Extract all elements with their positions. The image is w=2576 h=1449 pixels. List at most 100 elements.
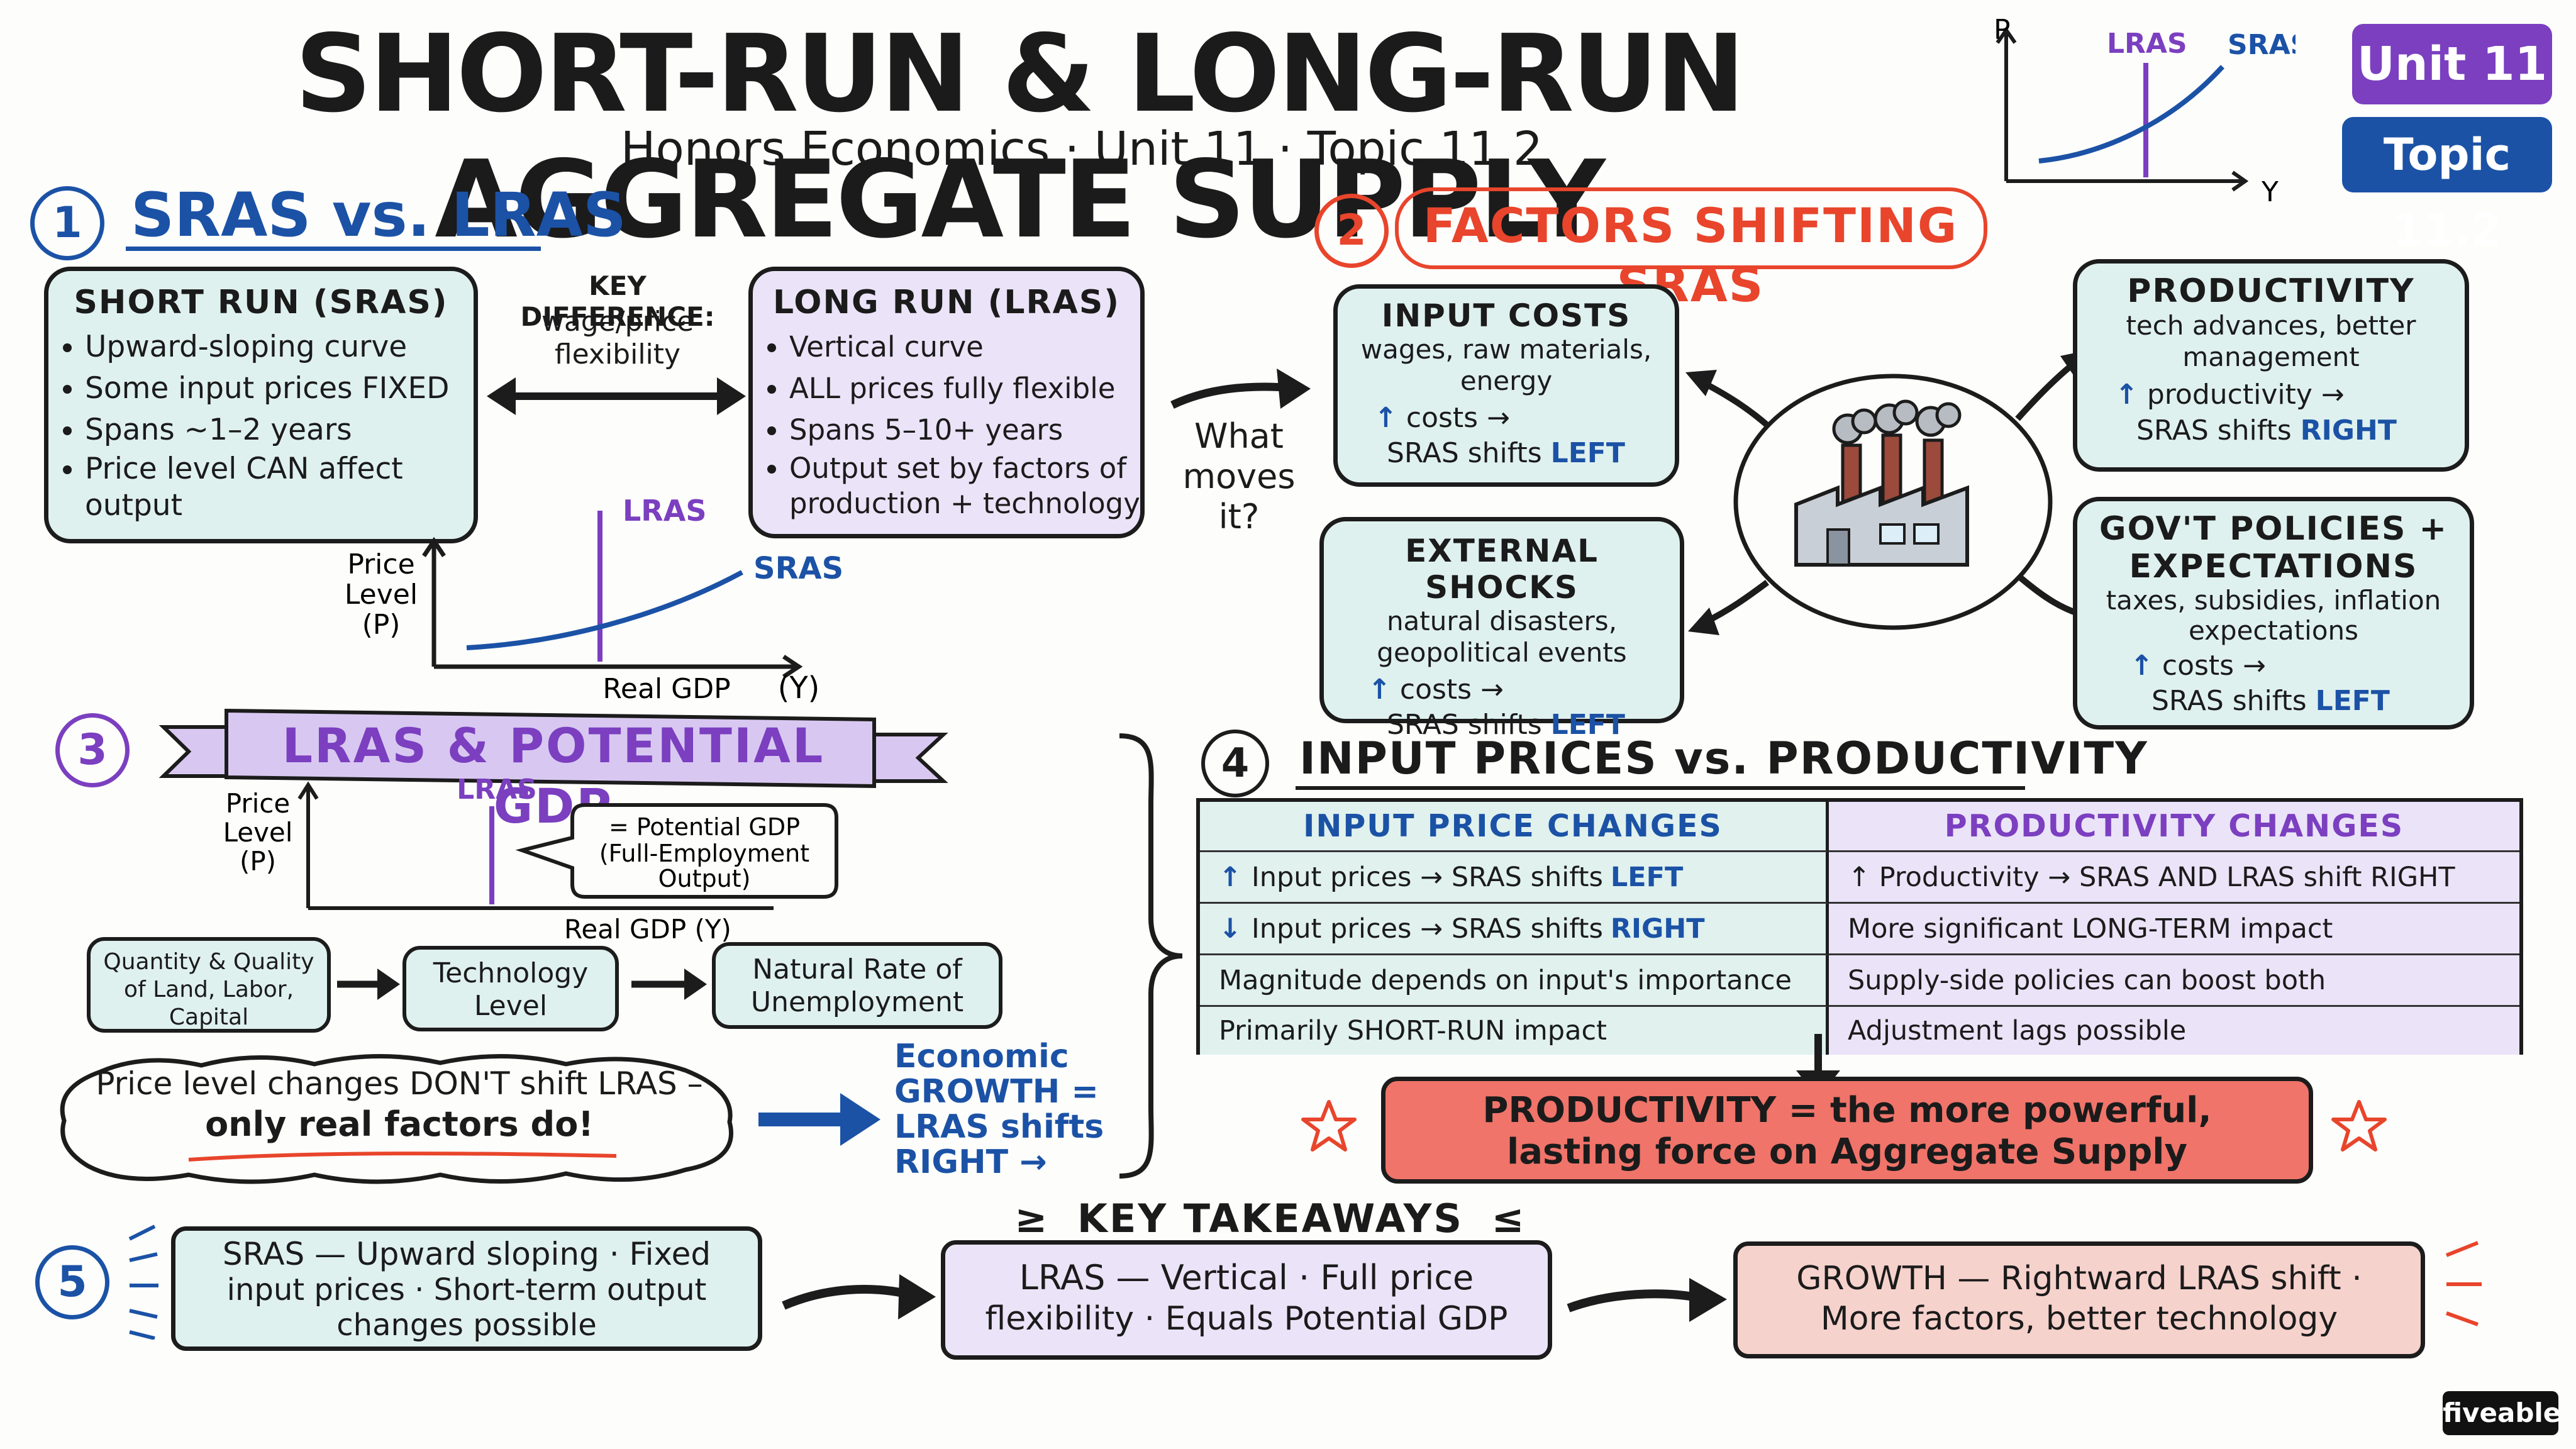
price-level-label: Level — [345, 579, 418, 611]
short-run-list: Upward-sloping curve Some input prices F… — [48, 326, 474, 524]
takeaway-text: flexibility · Equals Potential GDP — [985, 1300, 1508, 1338]
table-cell: Magnitude depends on input's importance — [1200, 955, 1829, 1007]
lras-label: LRAS — [623, 497, 706, 528]
arrow-right — [1567, 1278, 1727, 1322]
key-difference-label: KEY DIFFERENCE: — [520, 270, 715, 332]
star-icon — [2331, 1100, 2387, 1152]
factor-effect: costs → — [1399, 674, 1504, 706]
mini-as-graph: P Y LRAS SRAS — [1994, 14, 2296, 201]
real-gdp-label: Real GDP — [602, 673, 730, 704]
long-run-card: LONG RUN (LRAS) Vertical curve ALL price… — [748, 267, 1145, 538]
up-arrow-icon: ↑ — [1219, 861, 1242, 893]
short-run-card: SHORT RUN (SRAS) Upward-sloping curve So… — [44, 267, 478, 543]
takeaway-card-lras: LRAS — Vertical · Full price flexibility… — [941, 1240, 1552, 1360]
short-run-item: Some input prices FIXED — [85, 368, 474, 409]
conclusion-text: lasting force on Aggregate Supply — [1507, 1131, 2187, 1172]
y-label: (Y) — [778, 670, 820, 704]
up-arrow-icon: ↑ — [1368, 674, 1391, 706]
what-moves-line: moves — [1182, 457, 1296, 496]
callout-text: (Full-Employment — [599, 840, 809, 867]
factor-productivity-card: PRODUCTIVITY tech advances, better manag… — [2073, 259, 2469, 472]
real-gdp-label: Real GDP (Y) — [564, 914, 731, 945]
table-cell: Primarily SHORT-RUN impact — [1200, 1007, 1829, 1055]
factor-external-shocks-card: EXTERNAL SHOCKS natural disasters, geopo… — [1319, 517, 1684, 741]
section-3-banner — [158, 708, 948, 789]
potential-gdp-callout — [515, 803, 838, 899]
long-run-list: Vertical curve ALL prices fully flexible… — [753, 326, 1140, 521]
double-arrow — [487, 377, 746, 415]
takeaway-text: GROWTH — Rightward LRAS shift · — [1796, 1260, 2362, 1297]
conclusion-card: PRODUCTIVITY = the more powerful, lastin… — [1381, 1077, 2313, 1184]
lras-factor-card: Natural Rate of Unemployment — [712, 942, 1002, 1029]
price-level-label: Level — [223, 817, 293, 848]
economic-growth-note: Economic GROWTH = LRAS shifts RIGHT → — [894, 1039, 1104, 1180]
mini-sras-curve — [2038, 65, 2224, 164]
short-run-item: Upward-sloping curve — [85, 326, 474, 368]
factor-desc: energy — [1460, 365, 1553, 396]
note-text-emphasis: only real factors do! — [205, 1104, 594, 1144]
section-4-title: INPUT PRICES vs. PRODUCTIVITY — [1299, 733, 2148, 784]
takeaway-text: changes possible — [336, 1307, 597, 1343]
fiveable-logo: fiveable — [2443, 1391, 2561, 1435]
table-cell: More significant LONG-TERM impact — [1829, 904, 2519, 955]
short-run-item: Spans ~1–2 years — [85, 409, 474, 451]
factor-effect: costs → — [2162, 650, 2266, 682]
growth-line: LRAS shifts — [894, 1108, 1104, 1146]
star-icon — [1301, 1100, 1357, 1152]
table-cell: ↑ Productivity → SRAS AND LRAS shift RIG… — [1829, 852, 2519, 904]
long-run-item: Spans 5–10+ years — [789, 409, 1140, 451]
growth-line: GROWTH = — [894, 1073, 1099, 1111]
long-run-title: LONG RUN (LRAS) — [772, 284, 1121, 321]
topic-badge: Topic 11.2 — [2342, 117, 2552, 256]
factor-effect: productivity → — [2146, 379, 2345, 411]
growth-arrow — [758, 1093, 880, 1146]
price-level-label: Price — [347, 548, 414, 580]
up-arrow-icon: ↑ — [1374, 402, 1397, 434]
sras-curve — [466, 570, 743, 650]
section-3-title: LRAS & POTENTIAL GDP — [282, 718, 825, 834]
arrow-to-factors — [1170, 369, 1311, 409]
arrow-right — [631, 969, 707, 1000]
lras-factor-card: Technology Level — [402, 946, 619, 1031]
key-difference-text-2: flexibility — [554, 338, 681, 370]
factor-direction: LEFT — [1550, 437, 1625, 469]
factor-desc: taxes, subsidies, inflation — [2106, 585, 2441, 616]
table-cell-direction: LEFT — [1610, 861, 1684, 893]
section-5-number: 5 — [35, 1245, 109, 1319]
table-header-productivity: PRODUCTIVITY CHANGES — [1829, 802, 2519, 852]
arrow-right — [337, 969, 400, 1000]
page-subtitle: Honors Economics · Unit 11 · Topic 11.2 — [620, 122, 1543, 176]
mini-p-label: P — [1994, 14, 2011, 46]
key-takeaways-title: ≥ KEY TAKEAWAYS ≤ — [994, 1195, 1547, 1243]
factor-direction: RIGHT — [2300, 414, 2397, 447]
what-moves-line: it? — [1218, 497, 1260, 536]
emphasis-marks — [2445, 1241, 2482, 1326]
up-arrow-icon: ↑ — [2130, 650, 2153, 682]
takeaway-card-sras: SRAS — Upward sloping · Fixed input pric… — [171, 1226, 762, 1351]
arrow-right — [782, 1274, 936, 1319]
key-takeaways-text: KEY TAKEAWAYS — [1077, 1196, 1464, 1241]
mini-sras-label: SRAS — [2228, 29, 2296, 61]
table-cell-direction: RIGHT — [1610, 913, 1705, 945]
mini-lras-label: LRAS — [2107, 28, 2187, 60]
factor-effect: SRAS shifts — [1387, 437, 1542, 469]
takeaway-card-growth: GROWTH — Rightward LRAS shift · More fac… — [1733, 1241, 2425, 1358]
up-arrow-icon: ↑ — [2115, 379, 2138, 411]
factor-desc: management — [2182, 341, 2360, 372]
factor-desc: geopolitical events — [1377, 637, 1627, 668]
what-moves-it-label: What moves it? — [1176, 416, 1302, 537]
factor-effect: SRAS shifts — [2136, 414, 2292, 447]
price-level-label: Price — [226, 788, 290, 819]
short-run-title: SHORT RUN (SRAS) — [74, 284, 448, 321]
factor-govt-policies-card: GOV'T POLICIES + EXPECTATIONS taxes, sub… — [2073, 497, 2474, 730]
table-cell-text: Input prices → SRAS shifts — [1252, 861, 1603, 893]
factor-desc: natural disasters, — [1386, 606, 1618, 636]
growth-line: Economic — [894, 1038, 1069, 1075]
section-1-title: SRAS vs. LRAS — [131, 180, 627, 250]
decor-mark: ≥ — [1014, 1196, 1050, 1241]
section-1-as-graph: LRAS SRAS Price Level (P) Real GDP (Y) — [345, 497, 843, 704]
what-moves-line: What — [1194, 416, 1284, 456]
table-cell: ↓ Input prices → SRAS shifts RIGHT — [1200, 904, 1829, 955]
price-level-label: (P) — [362, 609, 401, 641]
short-run-item: Price level CAN affect output — [85, 451, 474, 524]
